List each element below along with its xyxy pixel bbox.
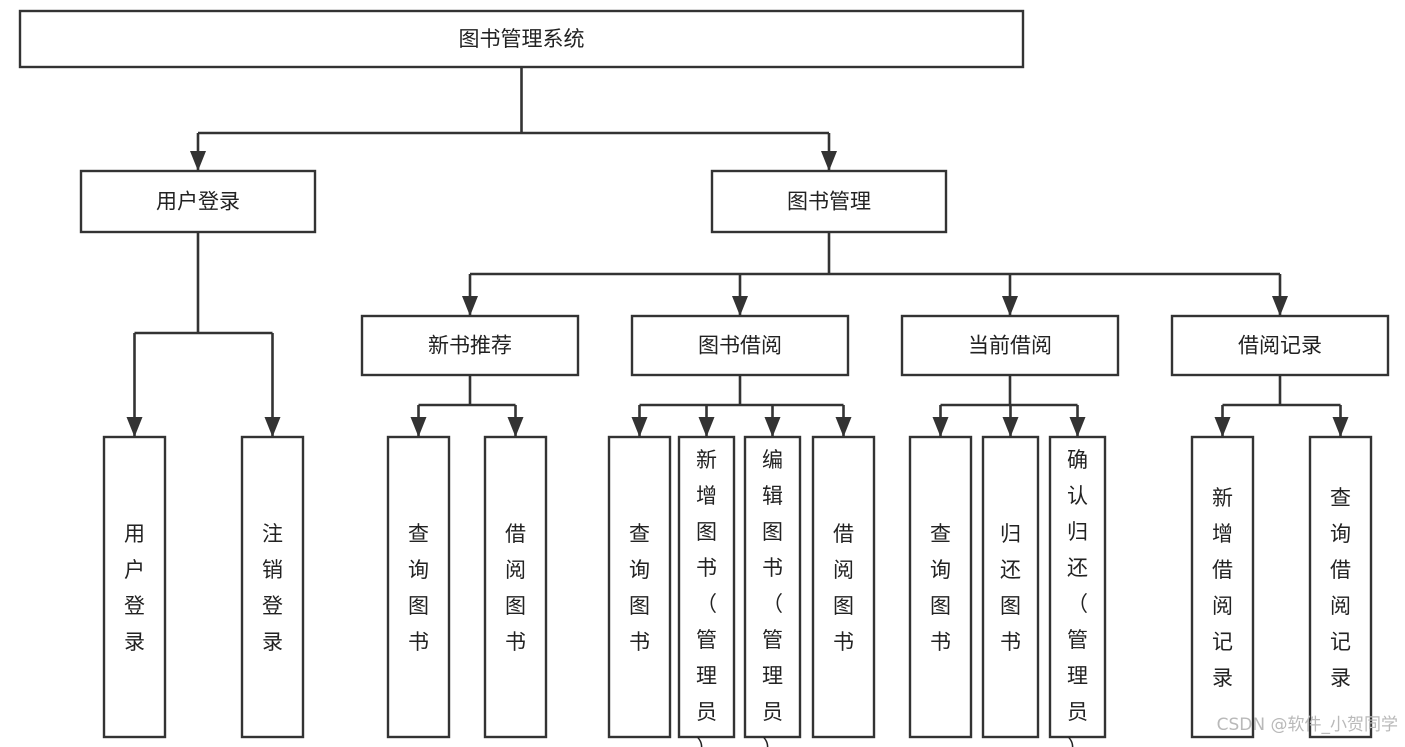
node-box[interactable] [1190,435,1255,739]
node-label: 查询图书 [930,522,951,654]
node-label: 新书推荐 [428,334,512,358]
connector-arrowhead [835,417,852,437]
node-label: 查询借阅记录 [1330,486,1351,690]
node-user-login[interactable]: 用户登录 [79,169,317,234]
node-box[interactable] [743,435,802,739]
node-label: 图书借阅 [698,334,782,358]
connector-arrowhead [1272,296,1288,316]
node-leaf-edit-book[interactable]: 编辑图书（管理员） [743,435,802,747]
connector-group [410,375,524,437]
connector-arrowhead [462,296,478,316]
node-box[interactable] [1048,435,1107,739]
node-box[interactable] [981,435,1040,739]
node-label: 新增图书（管理员） [696,448,717,747]
connector-arrowhead [821,151,837,171]
node-label: 借阅图书 [833,522,854,654]
node-label: 归还图书 [1000,522,1021,654]
node-root-图书管理系统[interactable]: 图书管理系统 [18,9,1025,69]
node-label: 图书管理系统 [459,27,585,51]
node-leaf-borrow-book[interactable]: 借阅图书 [811,435,876,739]
node-leaf-user-logout[interactable]: 注销登录 [240,435,305,739]
node-label: 新增借阅记录 [1212,486,1233,690]
node-leaf-query-book-borrow[interactable]: 查询图书 [607,435,672,739]
connector-arrowhead [1214,417,1231,437]
node-label: 借阅记录 [1238,334,1322,358]
node-label: 用户登录 [124,522,145,654]
connector-arrowhead [698,417,715,437]
connector-arrowhead [1332,417,1349,437]
node-layer: 图书管理系统用户登录图书管理新书推荐图书借阅当前借阅借阅记录用户登录注销登录查询… [18,9,1390,747]
connector-group [190,67,837,171]
connector-arrowhead [410,417,427,437]
node-label: 查询图书 [408,522,429,654]
node-leaf-query-borrow-record[interactable]: 查询借阅记录 [1308,435,1373,739]
node-box[interactable] [483,435,548,739]
connector-group [1214,375,1349,437]
node-box[interactable] [79,169,317,234]
connector-arrowhead [190,151,206,171]
node-box[interactable] [102,435,167,739]
connector-arrowhead [631,417,648,437]
connector-arrowhead [264,417,281,437]
node-box[interactable] [710,169,948,234]
node-box[interactable] [240,435,305,739]
connector-arrowhead [507,417,524,437]
node-box[interactable] [18,9,1025,69]
connector-arrowhead [1069,417,1086,437]
node-box[interactable] [908,435,973,739]
node-leaf-confirm-return[interactable]: 确认归还（管理员） [1048,435,1107,747]
node-label: 查询图书 [629,522,650,654]
node-borrow-record[interactable]: 借阅记录 [1170,314,1390,377]
connector-group [631,375,852,437]
node-label: 借阅图书 [505,522,526,654]
node-box[interactable] [900,314,1120,377]
node-box[interactable] [360,314,580,377]
node-label: 当前借阅 [968,334,1052,358]
node-label: 注销登录 [262,522,283,654]
node-box[interactable] [811,435,876,739]
node-current-borrow[interactable]: 当前借阅 [900,314,1120,377]
node-box[interactable] [630,314,850,377]
node-leaf-query-book-current[interactable]: 查询图书 [908,435,973,739]
node-book-borrow[interactable]: 图书借阅 [630,314,850,377]
node-leaf-borrow-book-recommend[interactable]: 借阅图书 [483,435,548,739]
connector-arrowhead [126,417,143,437]
node-label: 图书管理 [787,190,871,214]
connector-group [126,232,281,437]
node-label: 编辑图书（管理员） [762,448,783,747]
node-leaf-user-login[interactable]: 用户登录 [102,435,167,739]
node-label: 确认归还（管理员） [1067,448,1088,747]
node-box[interactable] [677,435,736,739]
node-box[interactable] [1308,435,1373,739]
node-leaf-query-book-recommend[interactable]: 查询图书 [386,435,451,739]
connector-arrowhead [732,296,748,316]
node-book-manage[interactable]: 图书管理 [710,169,948,234]
connector-layer [126,67,1349,437]
connector-arrowhead [1002,296,1018,316]
node-leaf-return-book[interactable]: 归还图书 [981,435,1040,739]
connector-group [462,232,1288,316]
node-box[interactable] [607,435,672,739]
node-box[interactable] [1170,314,1390,377]
node-new-book-recommend[interactable]: 新书推荐 [360,314,580,377]
node-box[interactable] [386,435,451,739]
node-leaf-add-book[interactable]: 新增图书（管理员） [677,435,736,747]
node-label: 用户登录 [156,190,240,214]
connector-arrowhead [1002,417,1019,437]
csdn-watermark: CSDN @软件_小贺同学 [1217,715,1398,735]
connector-arrowhead [932,417,949,437]
connector-arrowhead [764,417,781,437]
node-leaf-add-borrow-record[interactable]: 新增借阅记录 [1190,435,1255,739]
connector-group [932,375,1086,437]
